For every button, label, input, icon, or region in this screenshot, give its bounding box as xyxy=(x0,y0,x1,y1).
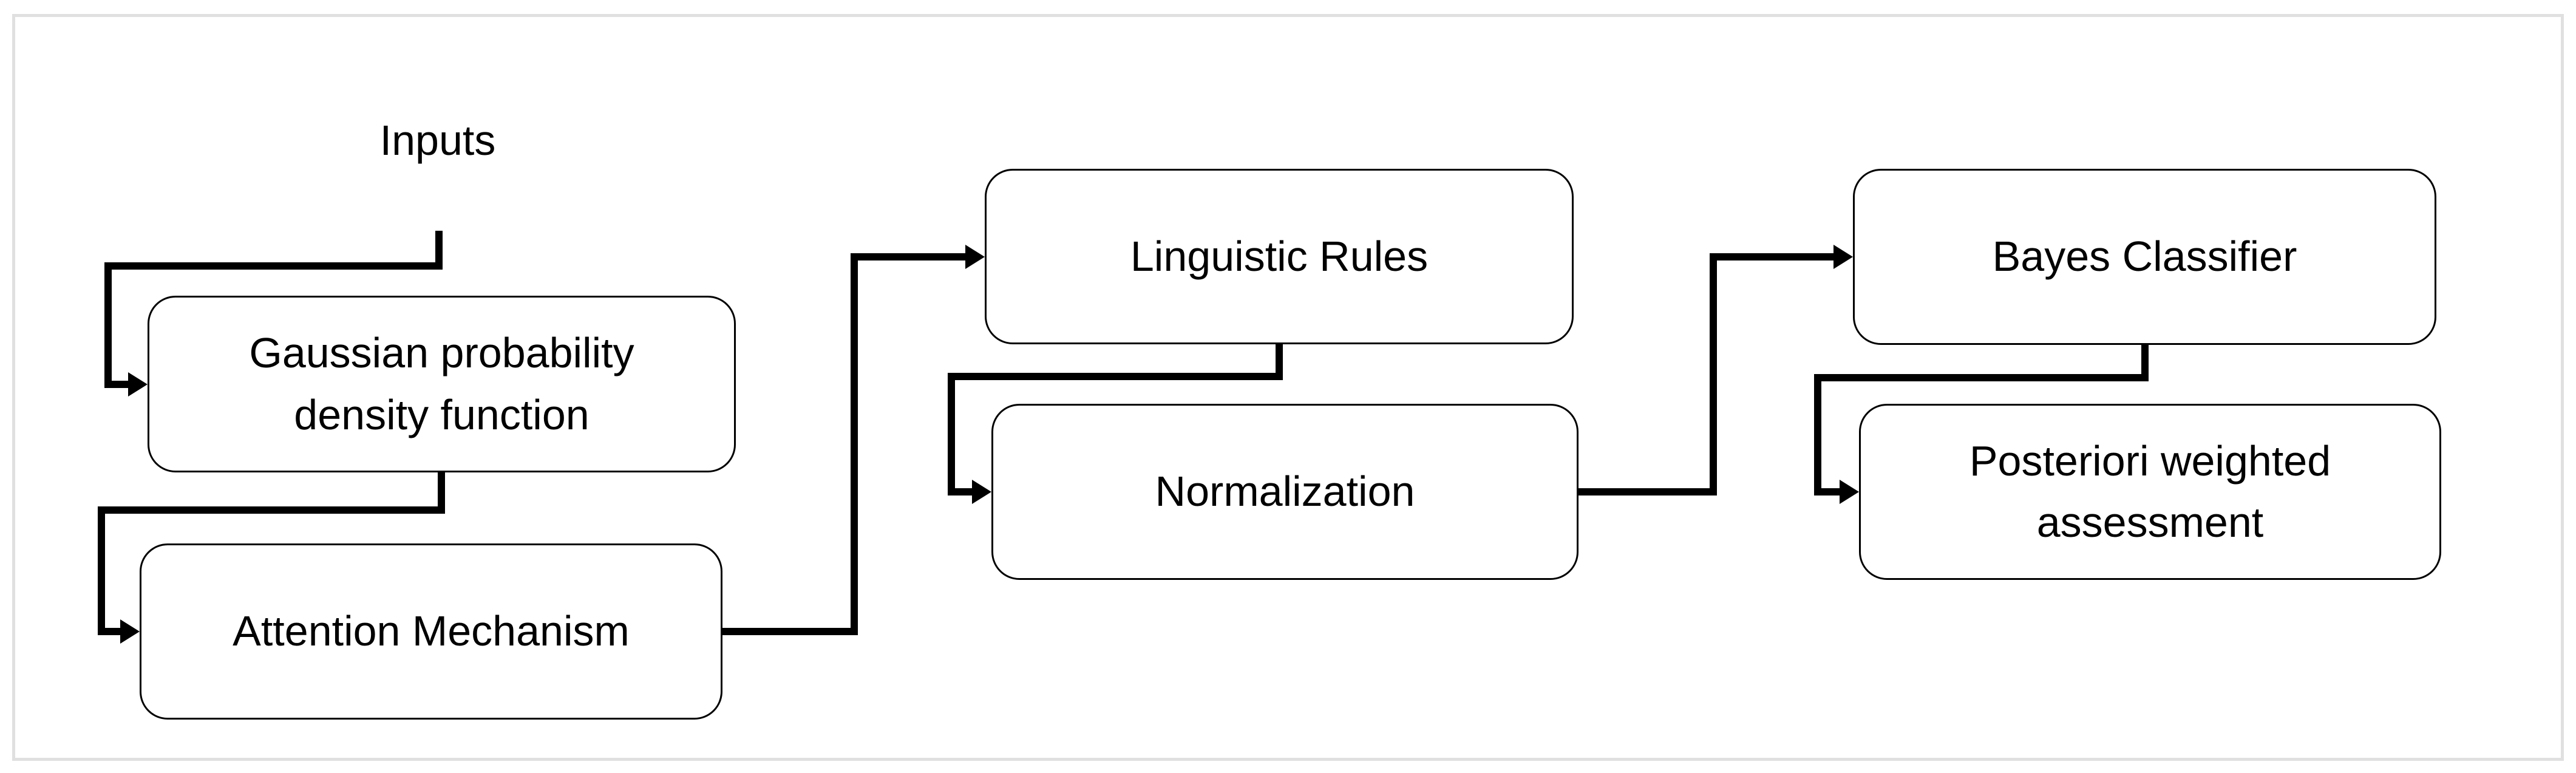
node-bayes-classifier: Bayes Classifier xyxy=(1853,169,2436,345)
edge-gaussian-to-attention xyxy=(98,471,445,644)
node-normalization-label: Normalization xyxy=(1155,468,1415,516)
arrowhead-icon xyxy=(965,245,985,269)
node-linguistic-rules-label: Linguistic Rules xyxy=(1130,232,1429,280)
arrowhead-icon xyxy=(972,480,991,504)
inputs-label: Inputs xyxy=(379,117,496,164)
arrowhead-icon xyxy=(1840,480,1859,504)
arrowhead-icon xyxy=(120,619,140,644)
edge-linguistic-to-normalization xyxy=(948,343,1283,504)
node-attention-mechanism-label: Attention Mechanism xyxy=(233,607,630,655)
edge-attention-to-linguistic xyxy=(721,245,985,635)
node-gaussian-pdf: Gaussian probability density function xyxy=(148,296,736,472)
node-posteriori-weighted-assessment: Posteriori weighted assessment xyxy=(1859,404,2441,580)
edge-inputs-to-gaussian xyxy=(104,231,443,397)
arrowhead-icon xyxy=(128,372,148,397)
arrowhead-icon xyxy=(1833,245,1853,269)
edge-normalization-to-bayes xyxy=(1577,245,1853,495)
node-attention-mechanism: Attention Mechanism xyxy=(140,543,722,720)
node-gaussian-pdf-label: Gaussian probability density function xyxy=(249,329,634,438)
node-linguistic-rules: Linguistic Rules xyxy=(985,169,1574,344)
edge-bayes-to-posteriori xyxy=(1814,344,2149,504)
node-posteriori-weighted-assessment-label: Posteriori weighted assessment xyxy=(1969,437,2331,547)
node-bayes-classifier-label: Bayes Classifier xyxy=(1992,233,2297,281)
node-normalization: Normalization xyxy=(991,404,1579,580)
